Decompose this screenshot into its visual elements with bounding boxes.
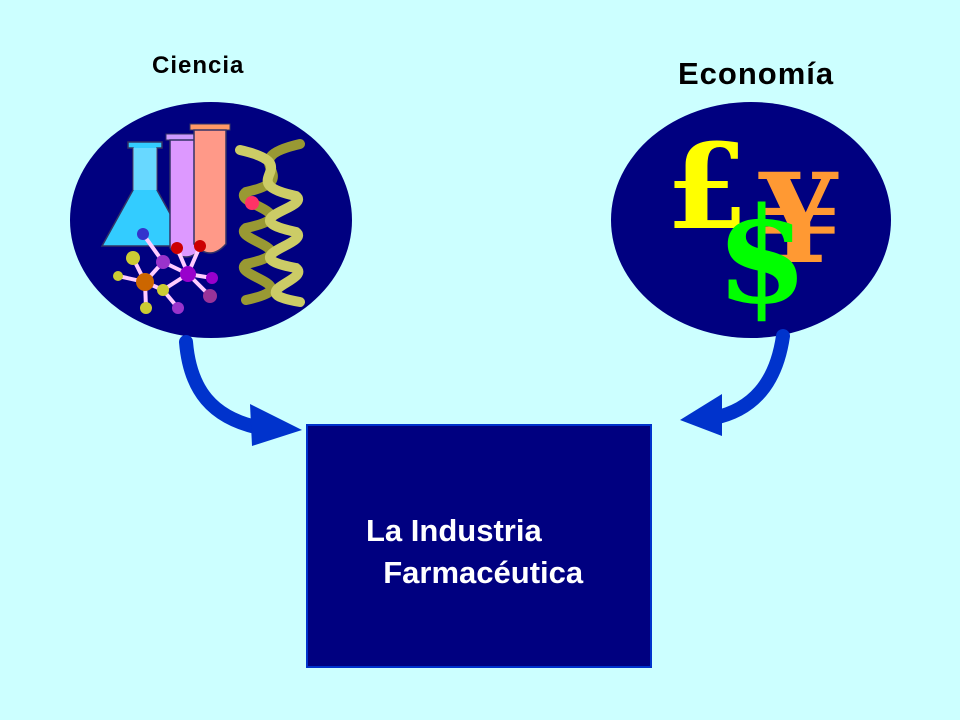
economy-label: Economía [678,56,835,91]
test-tubes-icon [165,123,231,258]
dna-marker-icon [245,196,259,210]
pharma-line-1: La Industria [366,513,542,548]
dollar-sign-icon: $ [716,179,808,334]
molecule-icon [113,228,218,314]
dna-helix-icon [235,139,305,307]
right-curved-arrow [680,329,790,436]
yen-sign-icon: ¥ [756,147,842,292]
pharma-industry-label: La Industria Farmacéutica [366,510,583,594]
pound-sign-icon: £ [666,117,748,256]
pharma-line-2: Farmacéutica [366,555,584,590]
pharma-industry-box [306,424,652,668]
erlenmeyer-flask-icon [100,141,190,247]
economy-node [611,102,891,338]
left-curved-arrow [179,335,302,446]
science-label: Ciencia [152,52,245,79]
